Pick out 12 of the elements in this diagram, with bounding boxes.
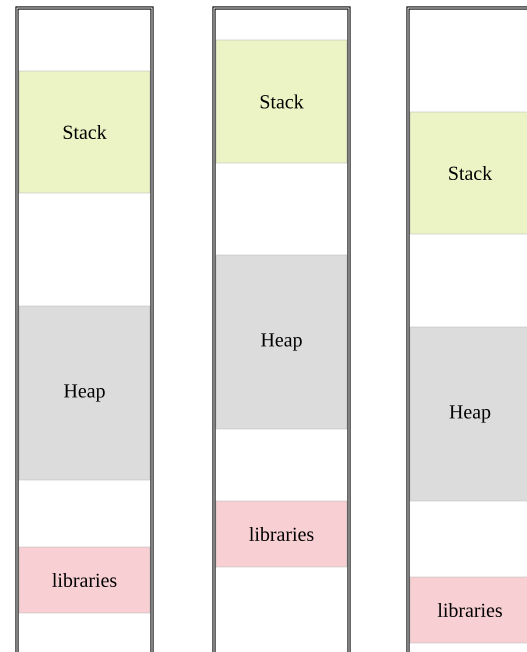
libraries-segment: libraries xyxy=(410,576,527,644)
heap-segment: Heap xyxy=(410,326,527,502)
heap-segment: Heap xyxy=(216,254,348,430)
stack-segment: Stack xyxy=(216,40,348,164)
memory-column xyxy=(406,6,527,652)
libraries-segment: libraries xyxy=(216,500,348,568)
stack-segment: Stack xyxy=(18,70,150,194)
libraries-segment: libraries xyxy=(18,546,150,614)
stack-segment: Stack xyxy=(410,112,527,234)
heap-segment: Heap xyxy=(18,306,150,480)
memory-column xyxy=(15,6,154,652)
memory-column xyxy=(212,6,351,652)
